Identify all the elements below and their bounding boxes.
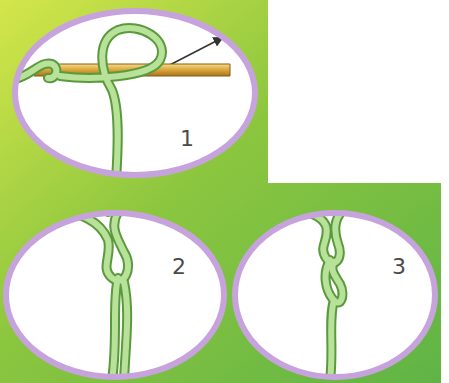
- callout-number: 2: [172, 256, 186, 278]
- callout-number: 3: [392, 256, 406, 278]
- callout-number: 1: [180, 128, 194, 150]
